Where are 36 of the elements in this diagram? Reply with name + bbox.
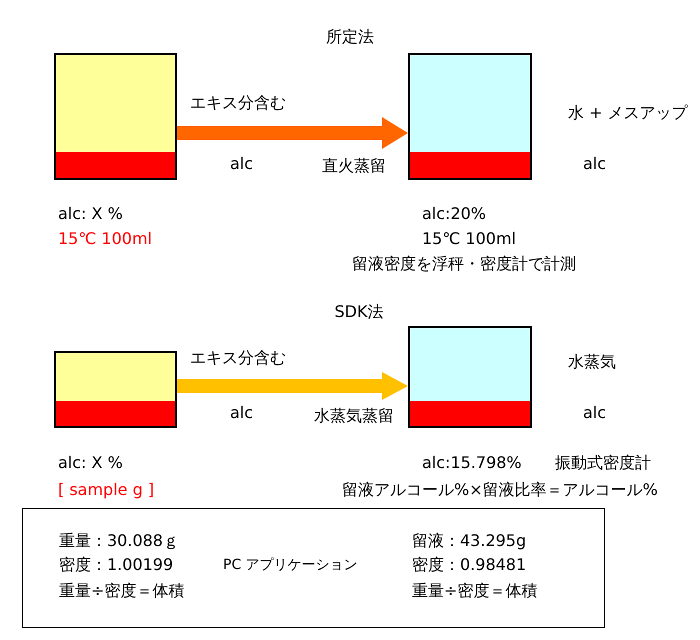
section-heading: 所定法 <box>326 27 374 47</box>
caption-text: alc: X % <box>58 453 123 473</box>
measurement-text: 重量÷密度＝体積 <box>59 581 184 601</box>
liquid-container <box>54 351 177 428</box>
caption-text: alc: X % <box>58 204 123 224</box>
layer-label: 水 + メスアップ <box>568 103 688 123</box>
layer-label: エキス分含む <box>190 93 286 113</box>
edge-label: 水蒸気蒸留 <box>313 406 395 426</box>
caption-text: 振動式密度計 <box>555 453 651 473</box>
info-panel <box>22 508 605 628</box>
layer-label: alc <box>583 154 606 174</box>
caption-text: 留液密度を浮秤・密度計で計測 <box>352 254 576 274</box>
caption-text: alc:20% <box>422 204 486 224</box>
measurement-text: 重量：30.088ｇ <box>59 531 179 551</box>
caption-text: 15℃ 100ml <box>422 229 516 249</box>
liquid-container <box>408 53 532 180</box>
arrow <box>177 117 408 149</box>
caption-text: alc:15.798% <box>422 453 522 473</box>
panel-note: PC アプリケーション <box>223 556 358 575</box>
measurement-text: 密度：0.98481 <box>412 555 526 575</box>
layer-label: エキス分含む <box>190 348 286 368</box>
measurement-text: 留液：43.295g <box>412 531 526 551</box>
layer-label: alc <box>230 403 254 423</box>
layer-label: 水蒸気 <box>568 352 616 372</box>
caption-text: 留液アルコール%×留液比率＝アルコール% <box>342 480 658 500</box>
layer-label: alc <box>230 154 254 174</box>
caption-text: 15℃ 100ml <box>58 229 152 249</box>
measurement-text: 重量÷密度＝体積 <box>412 581 538 601</box>
arrow <box>177 372 408 400</box>
liquid-container <box>54 53 177 180</box>
layer-label: alc <box>583 403 606 423</box>
edge-label: 直火蒸留 <box>321 156 387 176</box>
section-heading: SDK法 <box>334 302 384 322</box>
liquid-container <box>408 326 532 428</box>
measurement-text: 密度：1.00199 <box>59 555 174 575</box>
caption-text: [ sample g ] <box>58 480 154 500</box>
